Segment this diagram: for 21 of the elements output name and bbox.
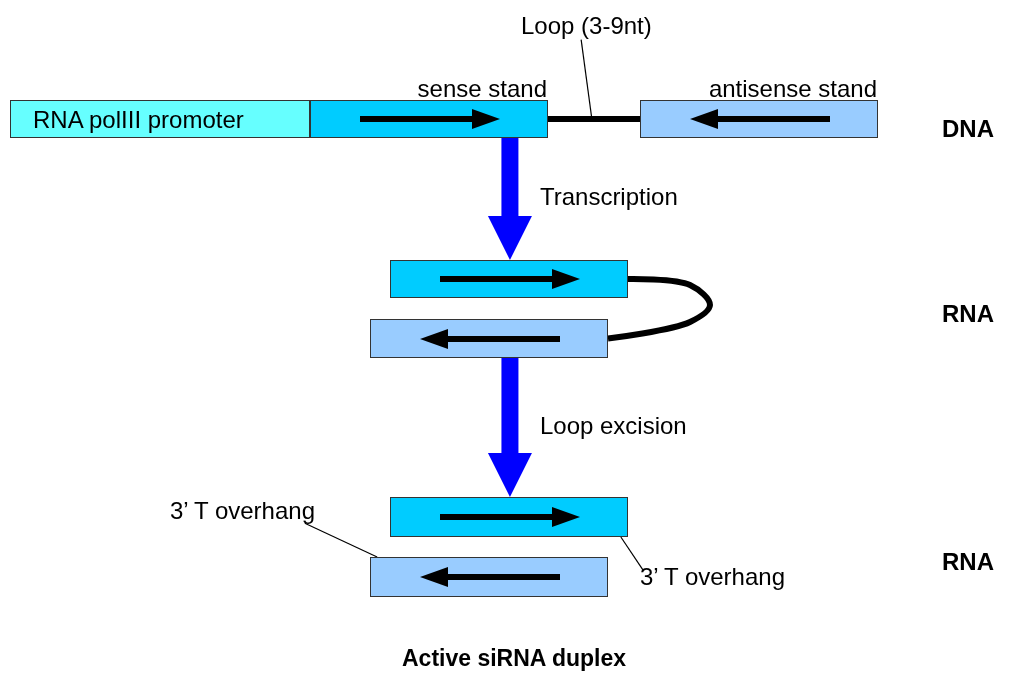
leader-line [304, 522, 378, 558]
loop-strand [607, 276, 713, 342]
loop-strand [548, 116, 640, 122]
stage-label: RNA [942, 548, 994, 576]
overhang-label: 3’ T overhang [640, 563, 785, 591]
sense-strand-box [390, 497, 628, 537]
sense-strand-box [390, 260, 628, 298]
strand-label: sense stand [417, 75, 547, 103]
caption: Active siRNA duplex [402, 645, 627, 672]
strand-label: antisense stand [708, 75, 877, 103]
promoter-box [10, 100, 310, 138]
overhang-label: 3’ T overhang [170, 497, 315, 525]
stage-label: RNA [942, 300, 994, 328]
loop-label: Loop (3-9nt) [521, 12, 652, 40]
promoter-label: RNA polIII promoter [33, 106, 244, 134]
process-arrow [487, 138, 532, 260]
antisense-strand-box [370, 319, 608, 358]
process-arrow [487, 358, 532, 497]
leader-line [620, 536, 644, 571]
antisense-strand-box [370, 557, 608, 597]
stage-label: DNA [942, 115, 994, 143]
